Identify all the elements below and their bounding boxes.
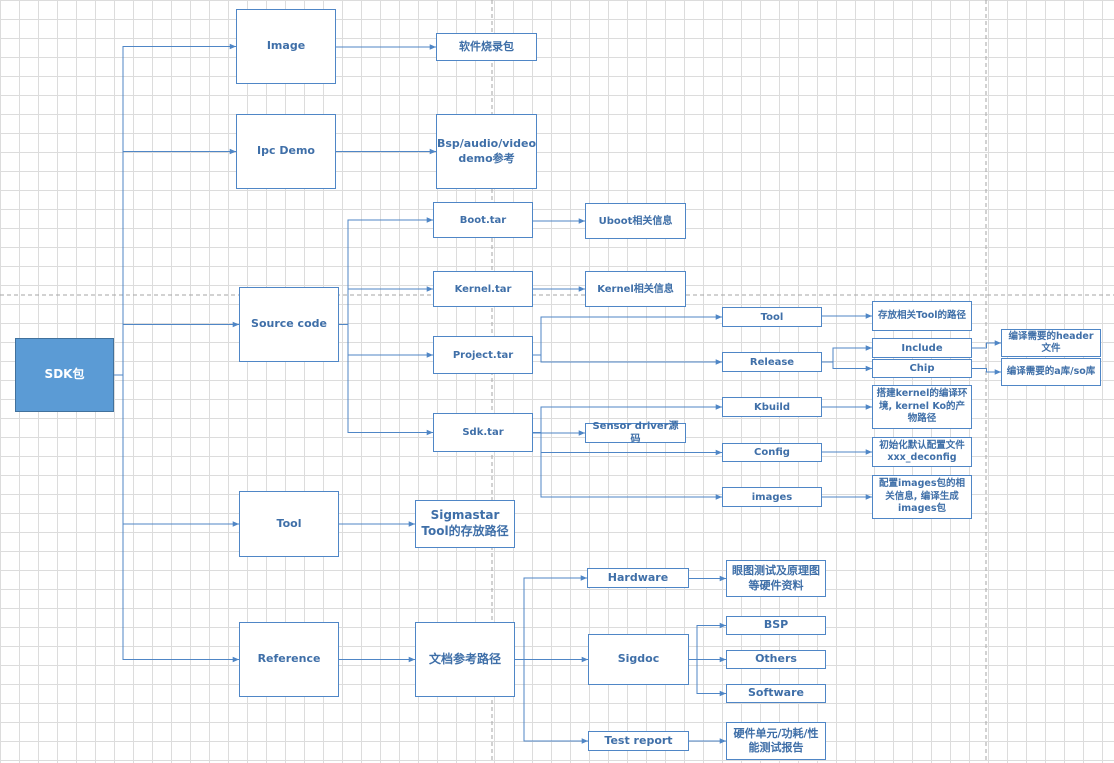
node-chip-desc[interactable]: 编译需要的a库/so库 [1001,358,1101,386]
edge-project-to-release [533,354,722,365]
node-release[interactable]: Release [722,352,822,372]
node-images-desc[interactable]: 配置images包的相关信息, 编译生成images包 [872,475,972,519]
node-sensor-driver[interactable]: Sensor driver源码 [585,421,686,445]
node-boot-desc[interactable]: Uboot相关信息 [585,203,686,239]
node-project-tar[interactable]: Project.tar [433,336,533,374]
node-include[interactable]: Include [872,338,972,358]
node-test-report[interactable]: Test report [588,731,689,751]
edge-chip-to-chip_desc [972,368,1001,375]
node-ipc-demo[interactable]: Ipc Demo [236,114,336,189]
node-source-code[interactable]: Source code [239,287,339,362]
node-include-desc[interactable]: 编译需要的header文件 [1001,329,1101,357]
edge-sdk-to-ipc [114,148,236,376]
node-project-tool[interactable]: Tool [722,307,822,327]
edge-sdk-to-tool [114,374,239,527]
node-tool[interactable]: Tool [239,491,339,557]
edge-sdk-to-reference [114,374,239,663]
node-sigdoc[interactable]: Sigdoc [588,634,689,685]
node-tool-desc[interactable]: Sigmastar Tool的存放路径 [415,500,515,548]
node-image[interactable]: Image [236,9,336,84]
node-kernel-tar[interactable]: Kernel.tar [433,271,533,307]
node-config[interactable]: Config [722,443,822,462]
node-image-desc[interactable]: 软件烧录包 [436,33,537,61]
node-config-desc[interactable]: 初始化默认配置文件xxx_deconfig [872,437,972,467]
edge-release-to-chip [822,361,872,372]
edge-group [114,43,1001,744]
edge-sigdoc-to-bsp [689,622,726,660]
edge-release-to-include [822,345,872,363]
edge-docpath-to-testreport [515,659,588,744]
node-doc-path[interactable]: 文档参考路径 [415,622,515,697]
node-hardware[interactable]: Hardware [587,568,689,588]
edge-sdktar-to-images [533,432,722,500]
node-chip[interactable]: Chip [872,359,972,378]
edge-source-to-sdktar [339,324,433,436]
node-test-report-desc[interactable]: 硬件单元/功耗/性能测试报告 [726,722,826,760]
node-sdk[interactable]: SDK包 [15,338,114,412]
edge-sdk-to-image [114,43,236,376]
node-kbuild[interactable]: Kbuild [722,397,822,417]
node-bsp[interactable]: BSP [726,616,826,635]
node-kernel-desc[interactable]: Kernel相关信息 [585,271,686,307]
node-ipc-desc[interactable]: Bsp/audio/video demo参考 [436,114,537,189]
node-hardware-desc[interactable]: 眼图测试及原理图等硬件资料 [726,560,826,597]
node-others[interactable]: Others [726,650,826,669]
node-sdk-tar[interactable]: Sdk.tar [433,413,533,452]
edge-docpath-to-hardware [515,575,587,660]
edge-source-to-boot [339,217,433,325]
edge-sdk-to-source [114,321,239,376]
node-kbuild-desc[interactable]: 搭建kernel的编译环境, kernel Ko的产物路径 [872,385,972,429]
node-images[interactable]: images [722,487,822,507]
edge-sigdoc-to-software [689,659,726,697]
node-project-tool-desc[interactable]: 存放相关Tool的路径 [872,301,972,331]
edge-source-to-project [339,324,433,358]
edge-project-to-p_tool [533,314,722,356]
edge-include-to-include_desc [972,340,1001,349]
node-boot-tar[interactable]: Boot.tar [433,202,533,238]
node-software[interactable]: Software [726,684,826,703]
edge-source-to-kernel [339,286,433,325]
node-reference[interactable]: Reference [239,622,339,697]
